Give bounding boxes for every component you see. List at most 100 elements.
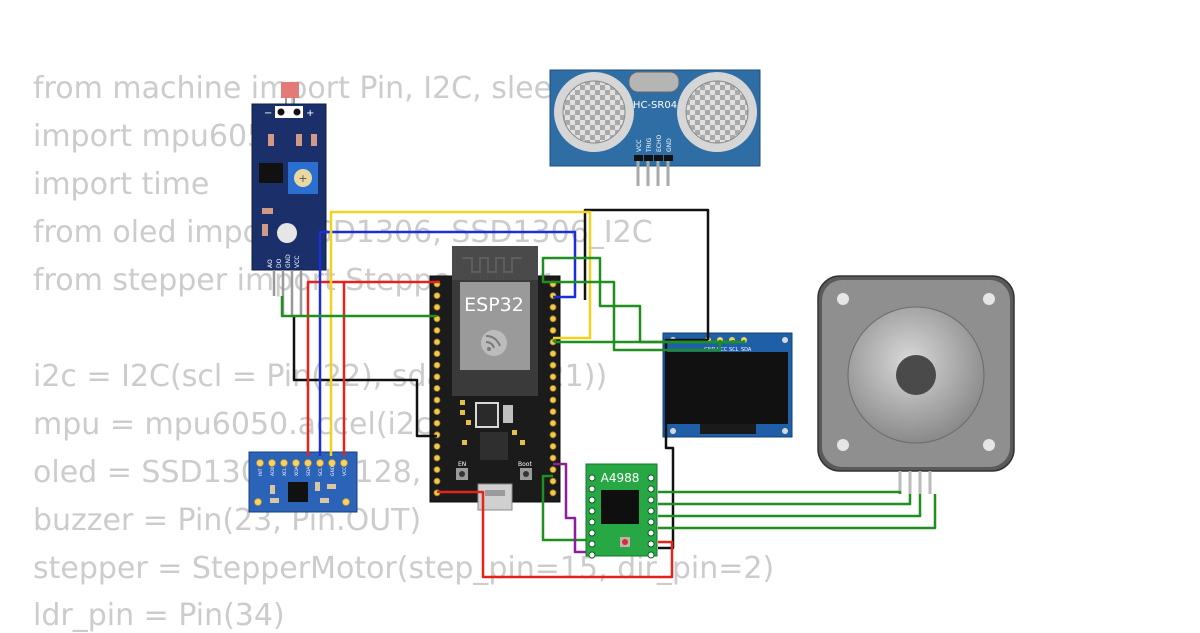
pin-label: VCC bbox=[294, 256, 301, 268]
code-line: ldr_pin = Pin(34) bbox=[33, 598, 285, 633]
usb-uart-chip bbox=[480, 432, 508, 460]
oled-display[interactable]: GND VCC SCL SDA bbox=[662, 332, 793, 438]
wire-green[interactable] bbox=[658, 490, 902, 494]
header-pin[interactable] bbox=[433, 419, 441, 427]
header-pin[interactable] bbox=[549, 477, 557, 485]
driver-pin[interactable] bbox=[588, 529, 596, 537]
wire-green[interactable] bbox=[658, 494, 937, 530]
driver-pin[interactable] bbox=[588, 507, 596, 515]
code-line: stepper = StepperMotor(step_pin=15, dir_… bbox=[33, 551, 775, 586]
header-pin[interactable] bbox=[549, 442, 557, 450]
pin-label: GND bbox=[330, 465, 336, 476]
header-pin[interactable] bbox=[549, 373, 557, 381]
driver-pin[interactable] bbox=[647, 540, 655, 548]
header-pin[interactable] bbox=[433, 408, 441, 416]
a4988-driver[interactable]: A4988 bbox=[585, 463, 658, 559]
esp32-board[interactable]: ESP32 EN Boot bbox=[429, 246, 561, 511]
driver-pin[interactable] bbox=[588, 551, 596, 559]
wire-red[interactable] bbox=[437, 490, 674, 579]
header-pin[interactable] bbox=[433, 454, 441, 462]
en-label: EN bbox=[458, 461, 466, 468]
mpu-chip bbox=[288, 482, 308, 502]
header-pin[interactable] bbox=[549, 315, 557, 323]
boot-label: Boot bbox=[518, 461, 532, 468]
driver-pin[interactable] bbox=[588, 496, 596, 504]
wire-purple[interactable] bbox=[553, 462, 586, 554]
header-pin[interactable] bbox=[549, 408, 557, 416]
header-pin[interactable] bbox=[549, 419, 557, 427]
code-line: import time bbox=[33, 167, 210, 202]
header-pin[interactable] bbox=[433, 338, 441, 346]
header-pin[interactable] bbox=[433, 292, 441, 300]
wire-blue[interactable] bbox=[318, 230, 577, 456]
driver-label: A4988 bbox=[601, 471, 640, 485]
comparator-chip bbox=[259, 163, 283, 183]
current-potentiometer[interactable] bbox=[622, 539, 628, 545]
header-pin[interactable] bbox=[433, 326, 441, 334]
header-pin[interactable] bbox=[549, 303, 557, 311]
header-pin[interactable] bbox=[549, 489, 557, 497]
header-pin[interactable] bbox=[549, 396, 557, 404]
header-pin[interactable] bbox=[433, 477, 441, 485]
header-pin[interactable] bbox=[549, 361, 557, 369]
wire-black[interactable] bbox=[583, 208, 710, 340]
pin-label: SDA bbox=[306, 466, 312, 476]
wire-green[interactable] bbox=[552, 339, 746, 344]
pin-label: ECHO bbox=[656, 135, 663, 152]
stepper-motor[interactable] bbox=[817, 275, 1015, 494]
svg-text:+: + bbox=[298, 172, 307, 185]
driver-chip bbox=[601, 490, 639, 524]
motor-shaft[interactable] bbox=[896, 355, 936, 395]
header-pin[interactable] bbox=[433, 373, 441, 381]
wire-yellow[interactable] bbox=[329, 210, 592, 456]
header-pin[interactable] bbox=[433, 384, 441, 392]
wire-green[interactable] bbox=[658, 494, 912, 506]
pin-label: VCC bbox=[342, 467, 348, 476]
header-pin[interactable] bbox=[433, 303, 441, 311]
driver-pin[interactable] bbox=[647, 551, 655, 559]
header-pin[interactable] bbox=[433, 466, 441, 474]
crystal bbox=[628, 71, 680, 93]
header-pin[interactable] bbox=[549, 384, 557, 392]
driver-pin[interactable] bbox=[647, 496, 655, 504]
header-pin[interactable] bbox=[433, 350, 441, 358]
status-led bbox=[277, 223, 297, 243]
wire-green[interactable] bbox=[280, 296, 437, 318]
reset-button[interactable] bbox=[503, 405, 513, 423]
driver-pin[interactable] bbox=[647, 507, 655, 515]
header-pin[interactable] bbox=[549, 454, 557, 462]
header-pin[interactable] bbox=[433, 396, 441, 404]
driver-pin[interactable] bbox=[647, 474, 655, 482]
driver-pin[interactable] bbox=[647, 518, 655, 526]
pin-label: AD0 bbox=[270, 466, 276, 476]
wire-green[interactable] bbox=[541, 474, 586, 542]
header-pin[interactable] bbox=[433, 442, 441, 450]
pin-label: VCC bbox=[636, 140, 643, 152]
driver-pin[interactable] bbox=[588, 540, 596, 548]
header-pin[interactable] bbox=[433, 361, 441, 369]
pin-label: SCL bbox=[729, 347, 739, 353]
pin-label: SDA bbox=[741, 347, 752, 353]
ultrasonic-sensor[interactable]: HC-SR04 VCC TRIG ECHO GND bbox=[549, 69, 761, 186]
wire-black[interactable] bbox=[658, 338, 708, 550]
wire-green[interactable] bbox=[553, 280, 722, 352]
wire-green[interactable] bbox=[658, 494, 922, 518]
pin-label: DO bbox=[276, 258, 283, 268]
pin-label: INT bbox=[258, 468, 264, 476]
wire-black[interactable] bbox=[292, 316, 437, 438]
wire-red[interactable] bbox=[306, 280, 440, 456]
pin-label: XDA bbox=[294, 466, 300, 476]
mpu6050-module[interactable]: INT AD0 XCL XDA SDA SCL GND VCC bbox=[248, 451, 358, 513]
header-pin[interactable] bbox=[549, 326, 557, 334]
driver-pin[interactable] bbox=[588, 518, 596, 526]
header-pin[interactable] bbox=[549, 350, 557, 358]
header-pin[interactable] bbox=[549, 466, 557, 474]
driver-pin[interactable] bbox=[588, 485, 596, 493]
driver-pin[interactable] bbox=[588, 474, 596, 482]
wire-green[interactable] bbox=[541, 256, 735, 344]
header-pin[interactable] bbox=[549, 431, 557, 439]
ldr-module[interactable]: − + + AO DO GND VCC bbox=[251, 82, 327, 316]
driver-pin[interactable] bbox=[647, 529, 655, 537]
pin-label: TRIG bbox=[646, 137, 653, 153]
driver-pin[interactable] bbox=[647, 485, 655, 493]
